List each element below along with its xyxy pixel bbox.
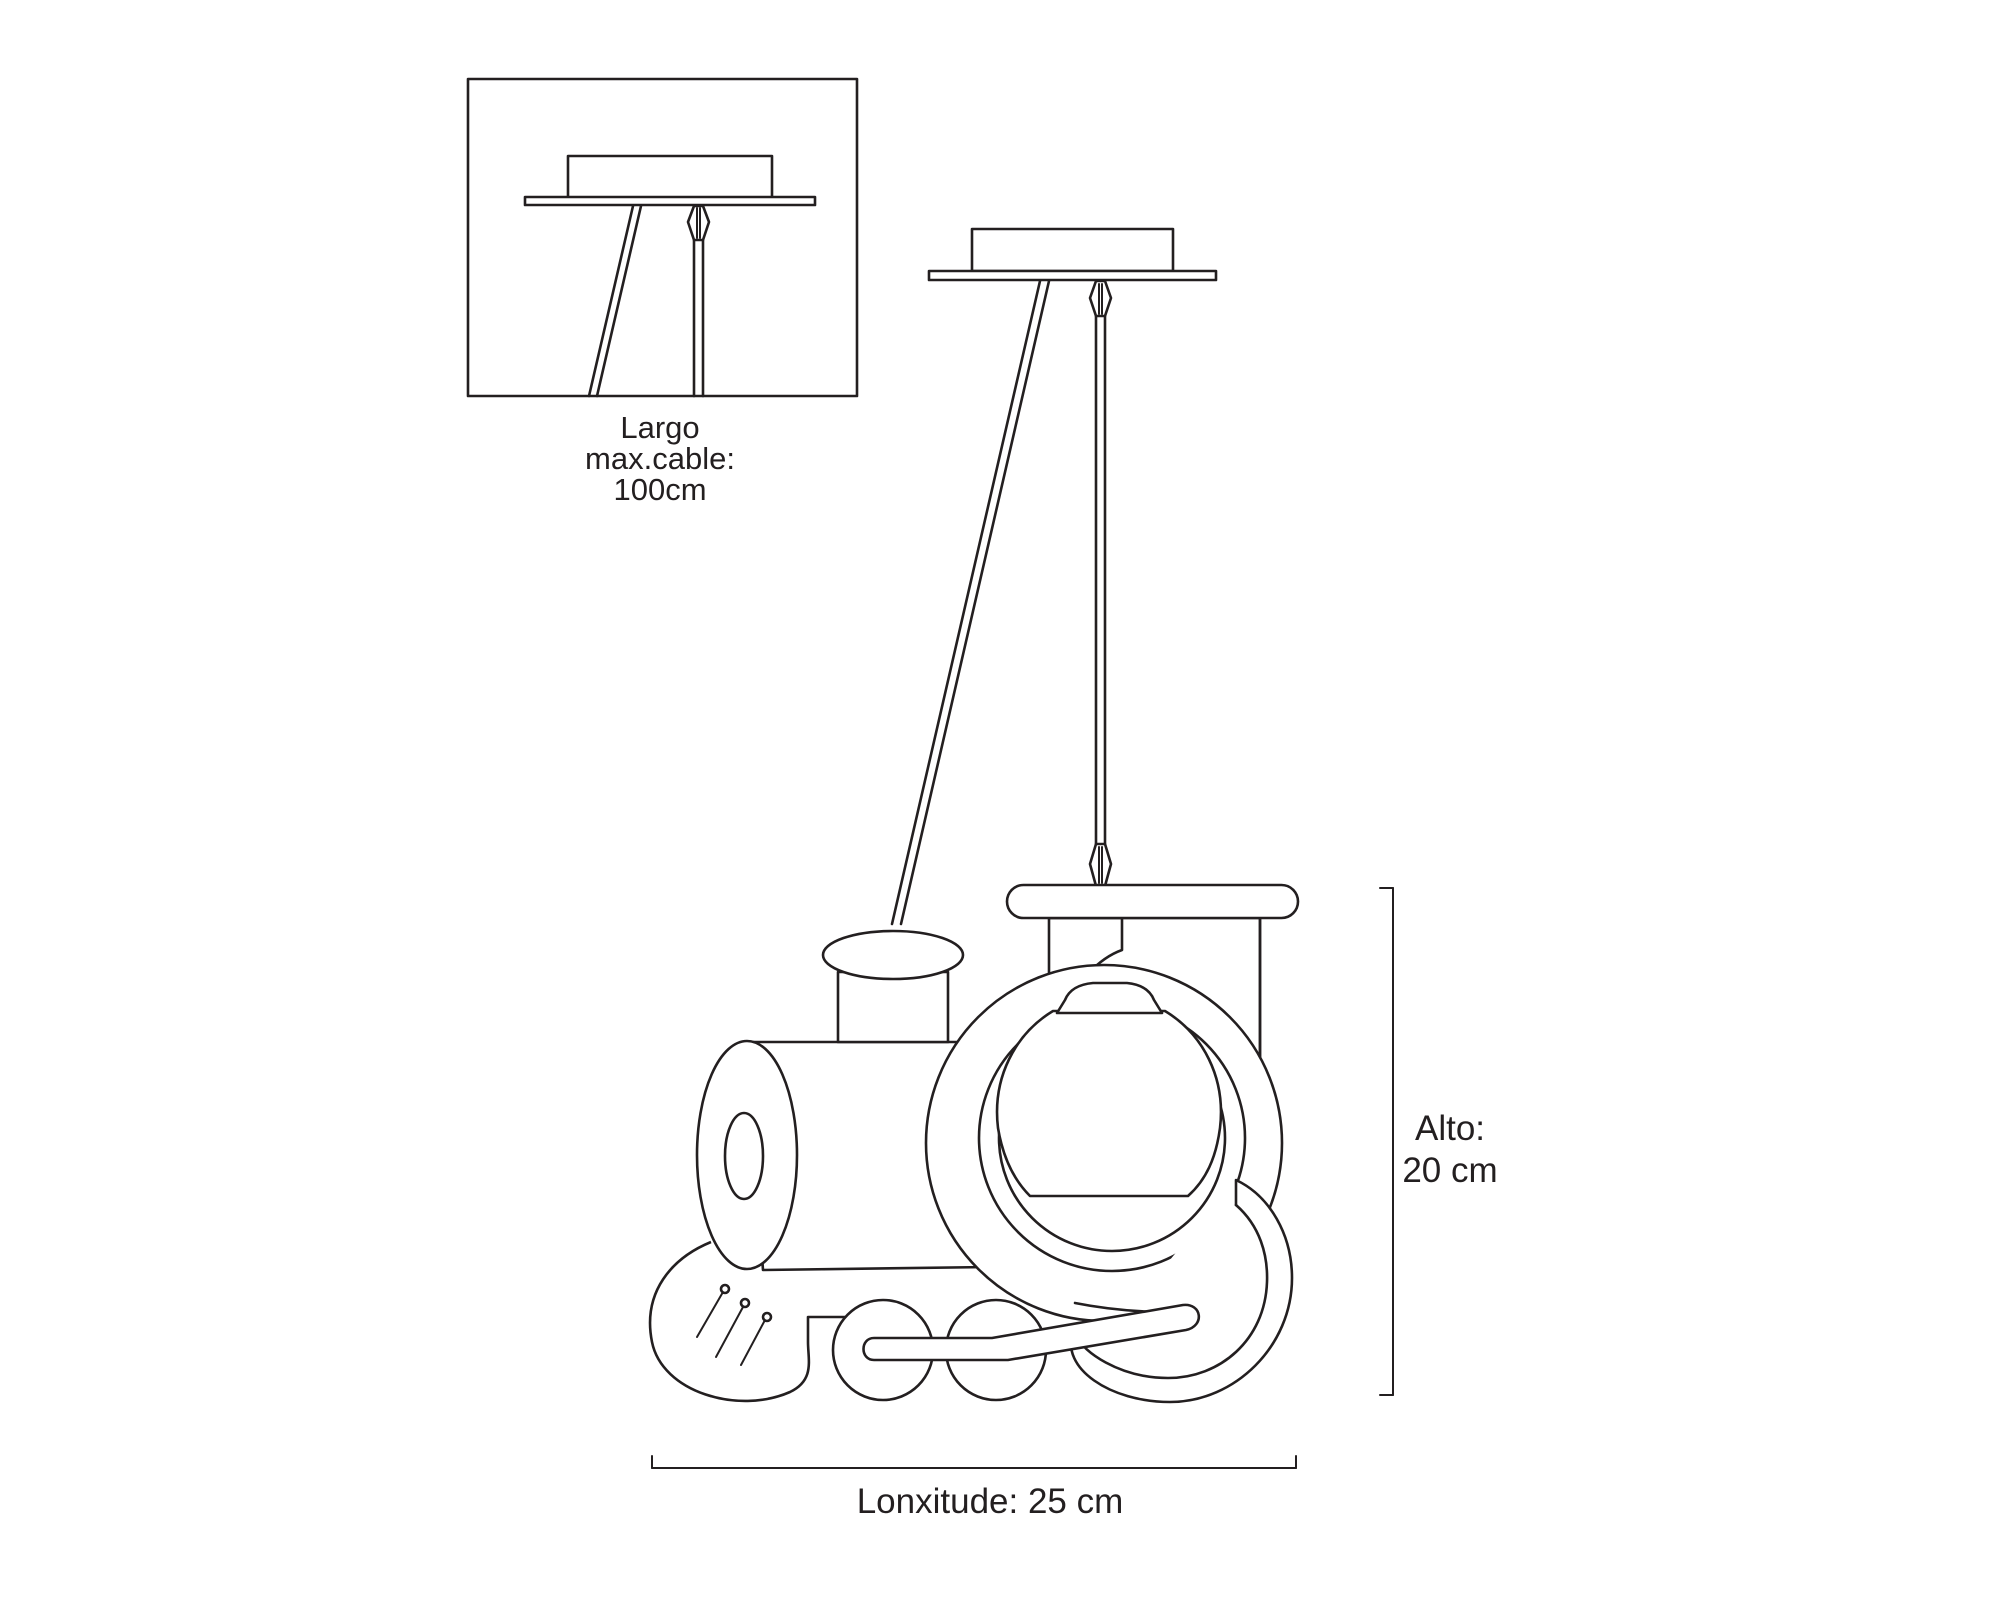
support-rod bbox=[890, 279, 1051, 926]
cable-caption-line-2: max.cable: bbox=[585, 441, 735, 476]
train-cab-roof bbox=[1005, 883, 1300, 920]
cable-length-caption: Largo max.cable: 100cm bbox=[540, 412, 780, 505]
train-front-pilot bbox=[648, 1240, 845, 1403]
cable-caption-line-3: 100cm bbox=[613, 472, 707, 507]
inset-canopy bbox=[566, 154, 774, 200]
ceiling-canopy bbox=[970, 227, 1175, 273]
train-smokestack bbox=[821, 929, 965, 1044]
ceiling-mount-plate bbox=[927, 269, 1218, 282]
connecting-rod bbox=[862, 1303, 1201, 1362]
lamp-globe bbox=[995, 981, 1223, 1198]
height-label: Alto: 20 cm bbox=[1380, 1108, 1520, 1192]
ceiling-mount bbox=[927, 227, 1218, 282]
inset-mount-plate bbox=[523, 195, 817, 207]
ceiling-mount-inset bbox=[466, 77, 859, 398]
cable-caption-line-1: Largo bbox=[620, 410, 700, 445]
inset-frame bbox=[466, 77, 859, 398]
suspension-cable bbox=[1088, 279, 1113, 888]
pilot-rivets bbox=[696, 1283, 773, 1366]
inset-cable-grip bbox=[686, 204, 711, 242]
train-lamp bbox=[648, 883, 1300, 1404]
inset-rod-right-edge bbox=[595, 204, 643, 398]
width-dimension-line bbox=[651, 1455, 1297, 1469]
cable-grip-bottom bbox=[1088, 842, 1113, 888]
inset-rod-left-edge bbox=[587, 204, 635, 398]
boiler-front bbox=[695, 1039, 799, 1271]
height-dimension-line bbox=[1379, 887, 1394, 1396]
height-label-line-2: 20 cm bbox=[1402, 1151, 1498, 1190]
width-label: Lonxitude: 25 cm bbox=[856, 1482, 1124, 1521]
cable-grip-top bbox=[1088, 279, 1113, 318]
height-label-line-1: Alto: bbox=[1414, 1109, 1486, 1148]
